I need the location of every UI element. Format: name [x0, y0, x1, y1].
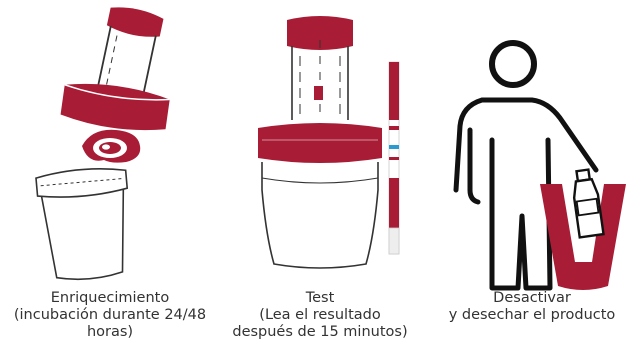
person-disposing-bottle-icon — [453, 40, 626, 291]
step-1-detail-cont: horas) — [86, 324, 134, 340]
red-cap — [60, 83, 170, 131]
step-1-title: Enriquecimiento — [50, 290, 170, 306]
enrichment-jar-with-meat-icon — [35, 7, 170, 281]
meat-icon — [82, 129, 141, 163]
step-2-caption: Test (Lea el resultado después de 15 min… — [220, 290, 420, 341]
step-2-detail-cont: después de 15 minutos) — [232, 324, 408, 340]
lower-jar — [35, 168, 129, 281]
person-body — [453, 97, 599, 291]
jar-body — [261, 162, 379, 269]
step-2-title: Test — [305, 290, 335, 306]
step-2-detail: (Lea el resultado — [259, 307, 381, 323]
test-jar-with-strip-icon — [258, 16, 400, 269]
step-3-detail: y desechar el producto — [448, 307, 616, 323]
bin — [540, 184, 626, 290]
step-3-caption: Desactivar y desechar el producto — [432, 290, 632, 324]
head — [489, 40, 537, 88]
top-cap — [287, 16, 353, 50]
mid-cap — [258, 123, 382, 163]
step-1-detail: (incubación durante 24/48 — [13, 307, 207, 323]
test-strip — [388, 61, 400, 255]
step-1-caption: Enriquecimiento (incubación durante 24/4… — [10, 290, 210, 341]
bottle — [572, 168, 605, 239]
step-3-title: Desactivar — [493, 290, 571, 306]
